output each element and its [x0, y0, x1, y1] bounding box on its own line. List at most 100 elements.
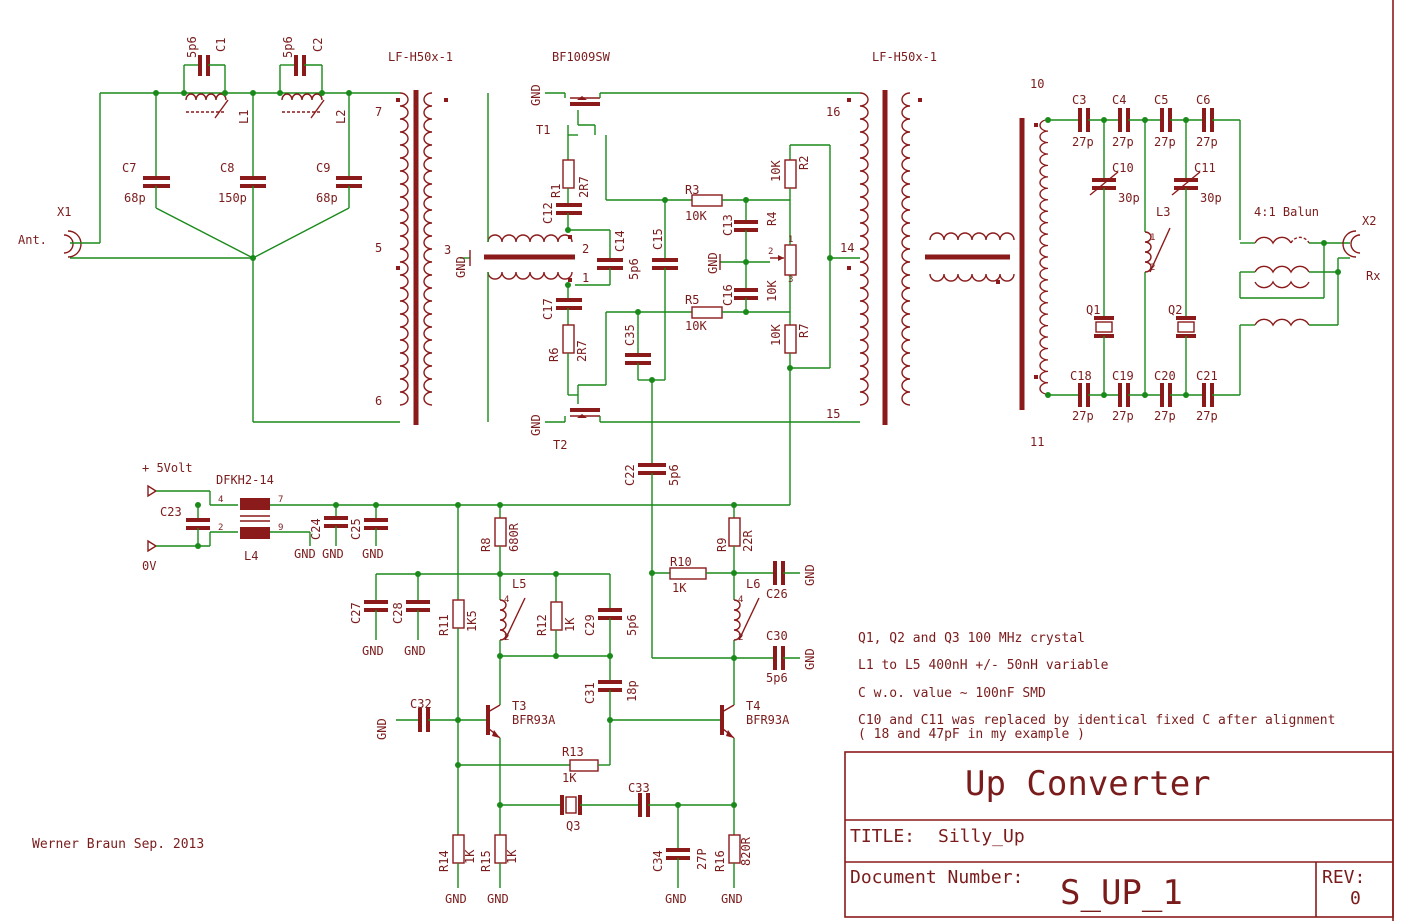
label-r14: R14 [437, 850, 451, 872]
label-c14: C14 [613, 230, 627, 252]
label-c7-value: 68p [124, 191, 146, 205]
label-c11-value: 30p [1200, 191, 1222, 205]
label-c23: C23 [160, 505, 182, 519]
t1-coil-lower [487, 271, 573, 280]
label-t3: T3 [512, 699, 526, 713]
label-c20-value: 27p [1154, 409, 1176, 423]
label-l4-pin4: 4 [218, 495, 223, 505]
label-q2: Q2 [1168, 303, 1182, 317]
label-c3: C3 [1072, 93, 1086, 107]
l1-inductor [185, 93, 227, 101]
revision-label: REV: [1322, 867, 1365, 888]
label-r12-value: 1K [563, 617, 577, 632]
label-r4: R4 [765, 212, 779, 226]
r2-resistor [784, 159, 797, 189]
label-r4-pin3: 3 [788, 275, 793, 285]
mixer-core [545, 92, 860, 505]
label-c4: C4 [1112, 93, 1126, 107]
label-r13: R13 [562, 745, 584, 759]
label-r4-pin2: 2 [768, 247, 773, 257]
r1-resistor [562, 159, 575, 189]
note-line-4: C10 and C11 was replaced by identical fi… [858, 713, 1335, 728]
label-r15-value: 1K [505, 849, 519, 864]
label-r3: R3 [685, 183, 699, 197]
q3-crystal [565, 796, 577, 814]
r10-resistor [669, 567, 707, 580]
label-c6-value: 27p [1196, 135, 1218, 149]
label-r13-value: 1K [562, 771, 577, 785]
label-c34: C34 [651, 850, 665, 872]
label-r6: R6 [547, 348, 561, 362]
label-l4-pin9: 9 [278, 523, 283, 533]
label-pin15: 15 [826, 407, 840, 421]
rx-connector-x2 [1350, 234, 1361, 254]
label-gnd-c24b: GND [322, 547, 344, 561]
label-lf1: LF-H50x-1 [388, 50, 453, 64]
label-c14-pin1: 1 [582, 271, 589, 285]
label-dfkh2-14: DFKH2-14 [216, 473, 274, 487]
label-c21-value: 27p [1196, 409, 1218, 423]
label-gnd-c25: GND [362, 547, 384, 561]
label-pin6: 6 [375, 394, 382, 408]
label-c10: C10 [1112, 161, 1134, 175]
label-c9-value: 68p [316, 191, 338, 205]
label-r10: R10 [670, 555, 692, 569]
label-gnd-r15: GND [487, 892, 509, 906]
label-0v: 0V [142, 559, 156, 573]
note-line-2: L1 to L5 400nH +/- 50nH variable [858, 658, 1109, 673]
label-gnd-c30: GND [803, 648, 817, 670]
project-title: Up Converter [965, 764, 1211, 804]
note-line-1: Q1, Q2 and Q3 100 MHz crystal [858, 631, 1085, 646]
r4-potentiometer [784, 244, 797, 276]
label-l5: L5 [512, 577, 526, 591]
title-value: Silly_Up [938, 826, 1025, 847]
label-pin10: 10 [1030, 77, 1044, 91]
title-block: Up Converter TITLE: Silly_Up Document Nu… [844, 751, 1394, 918]
label-r15: R15 [479, 850, 493, 872]
label-c5-value: 27p [1154, 135, 1176, 149]
label-l4-pin7: 7 [278, 495, 283, 505]
l4-choke [240, 498, 270, 510]
label-pin3: 3 [444, 243, 451, 257]
label-c26: C26 [766, 587, 788, 601]
label-gnd-c32: GND [375, 718, 389, 740]
label-c19-value: 27p [1112, 409, 1134, 423]
label-gnd-t2: GND [529, 414, 543, 436]
l2-inductor [281, 93, 323, 101]
label-rx: Rx [1366, 269, 1380, 283]
r11-resistor [452, 599, 465, 629]
label-bf1009sw: BF1009SW [552, 50, 611, 64]
label-c9: C9 [316, 161, 330, 175]
label-c8: C8 [220, 161, 234, 175]
r13-resistor [569, 759, 599, 772]
label-r7-value: 10K [769, 324, 783, 346]
label-gnd-r16: GND [721, 892, 743, 906]
label-gnd-r14: GND [445, 892, 467, 906]
label-c16: C16 [721, 284, 735, 306]
label-c3-value: 27p [1072, 135, 1094, 149]
plus5v-terminal [147, 484, 158, 498]
author-credit: Werner Braun Sep. 2013 [32, 837, 204, 852]
oscillator [364, 502, 800, 888]
label-c27: C27 [349, 602, 363, 624]
label-c22: C22 [623, 464, 637, 486]
label-r8: R8 [479, 538, 493, 552]
label-r7: R7 [797, 324, 811, 338]
label-l3-pin1: 1 [1150, 233, 1155, 243]
balun-coil-2 [1254, 265, 1310, 274]
title-label: TITLE: [850, 826, 915, 847]
label-c29: C29 [583, 614, 597, 636]
r12-resistor [550, 601, 563, 631]
label-c20: C20 [1154, 369, 1176, 383]
label-r10-value: 1K [672, 581, 687, 595]
label-t3-type: BFR93A [512, 713, 556, 727]
label-q3: Q3 [566, 819, 580, 833]
transformer-2 [830, 90, 1049, 425]
r8-resistor [494, 517, 507, 547]
label-gnd-c24a: GND [294, 547, 316, 561]
label-l6-pin4: 4 [738, 595, 743, 605]
label-r12: R12 [535, 614, 549, 636]
power-supply [147, 463, 790, 658]
label-r5-value: 10K [685, 319, 707, 333]
